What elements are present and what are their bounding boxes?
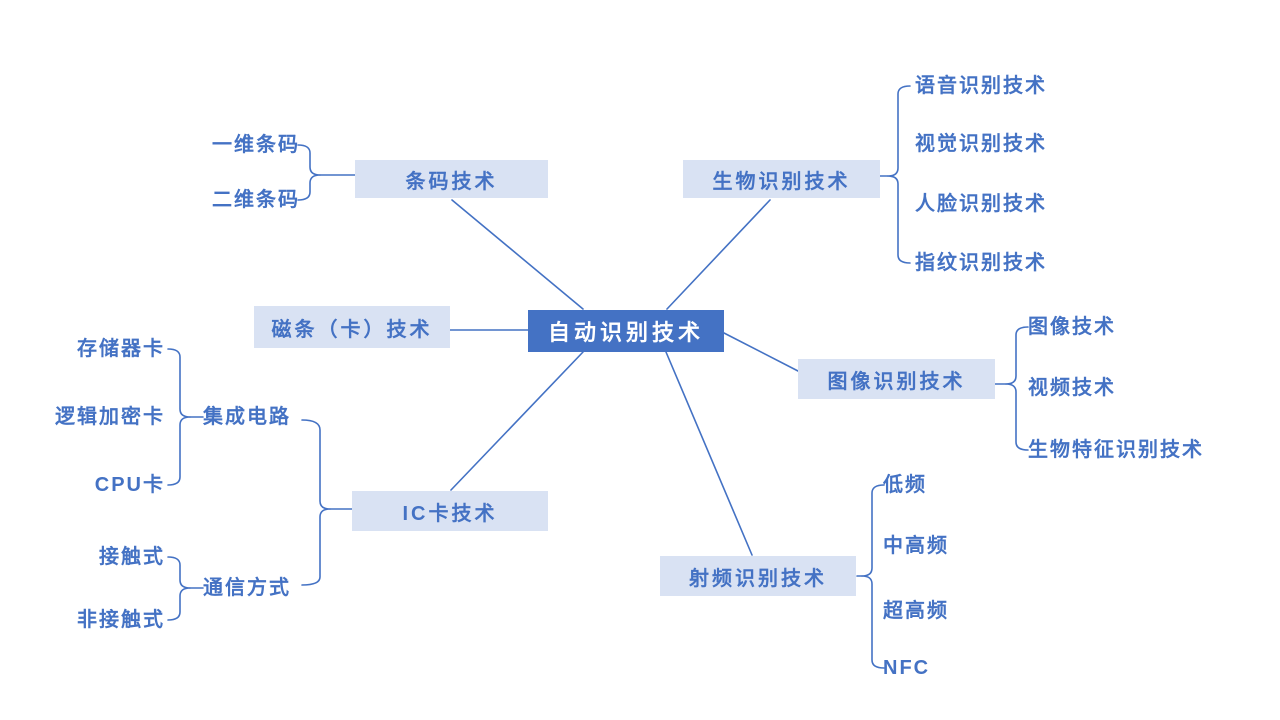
leaf-bio-voice[interactable]: 语音识别技术 [915,75,1047,97]
brace-rfid-children [861,484,885,669]
node-barcode[interactable]: 条码技术 [355,160,548,198]
connector-root-ic [450,351,584,491]
node-magnetic[interactable]: 磁条（卡）技术 [254,306,450,348]
node-root[interactable]: 自动识别技术 [528,310,724,352]
leaf-bio-vision[interactable]: 视觉识别技术 [915,133,1047,155]
leaf-ic-logic-encrypt-card[interactable]: 逻辑加密卡 [55,406,165,428]
leaf-rfid-lf[interactable]: 低频 [883,474,927,496]
leaf-rfid-nfc[interactable]: NFC [883,657,931,679]
brace-image-children [1005,326,1029,451]
leaf-rfid-mhf[interactable]: 中高频 [883,535,949,557]
brace-barcode-children [297,144,321,201]
node-image[interactable]: 图像识别技术 [798,359,995,399]
node-rfid[interactable]: 射频识别技术 [660,556,856,596]
brace-ic-main [301,419,331,586]
leaf-barcode-2d[interactable]: 二维条码 [212,189,300,211]
leaf-ic-contactless[interactable]: 非接触式 [77,609,165,631]
leaf-image-image[interactable]: 图像技术 [1028,316,1116,338]
connector-root-rfid [665,351,753,556]
node-bio[interactable]: 生物识别技术 [683,160,880,198]
leaf-image-biometric[interactable]: 生物特征识别技术 [1028,439,1204,461]
brace-ic-comm-children [167,556,191,621]
leaf-bio-face[interactable]: 人脸识别技术 [915,193,1047,215]
leaf-ic-cpu-card[interactable]: CPU卡 [94,474,165,496]
leaf-ic-memory-card[interactable]: 存储器卡 [77,338,165,360]
subnode-ic-integrated-circuit[interactable]: 集成电路 [203,406,291,428]
leaf-ic-contact[interactable]: 接触式 [99,546,165,568]
connector-root-bio [666,199,771,310]
brace-bio-children [887,85,911,264]
connector-root-barcode [451,199,584,310]
connector-root-image [723,332,799,372]
leaf-barcode-1d[interactable]: 一维条码 [212,134,300,156]
leaf-image-video[interactable]: 视频技术 [1028,377,1116,399]
brace-ic-integrated-children [167,348,191,486]
leaf-bio-fingerprint[interactable]: 指纹识别技术 [915,252,1047,274]
node-ic[interactable]: IC卡技术 [352,491,548,531]
subnode-ic-communication[interactable]: 通信方式 [203,577,291,599]
leaf-rfid-uhf[interactable]: 超高频 [883,600,949,622]
